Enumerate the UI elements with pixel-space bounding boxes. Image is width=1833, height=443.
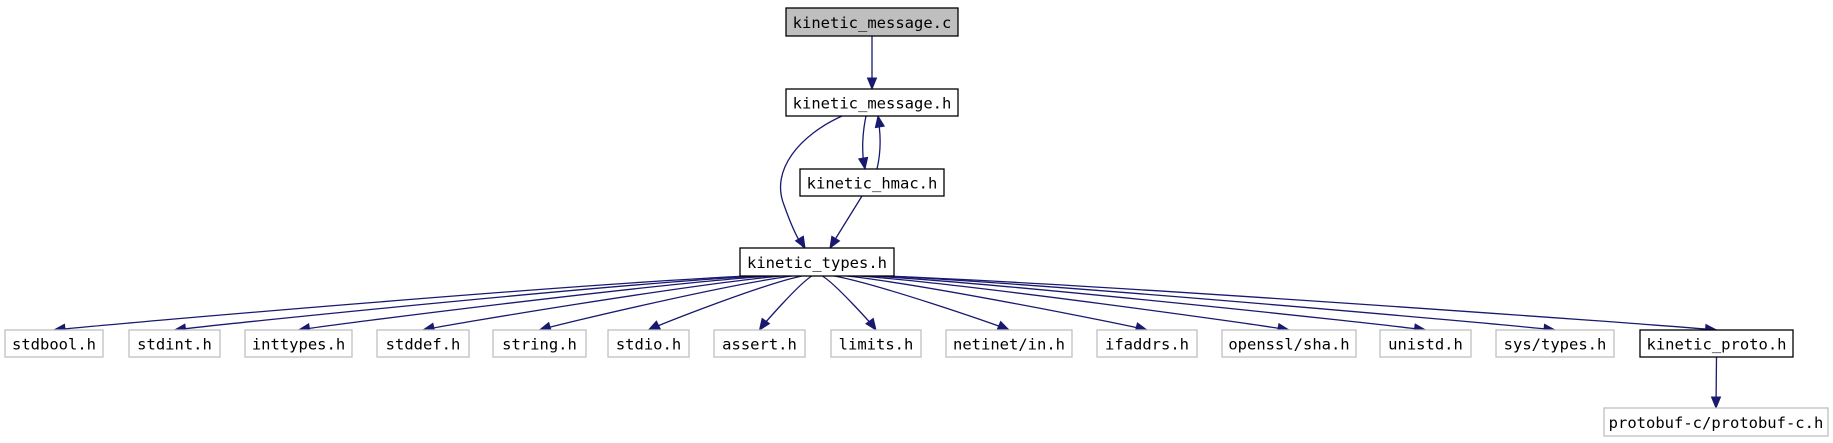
node-stdint-h[interactable]: stdint.h bbox=[128, 329, 221, 358]
edge-kinetic-message-h-to-kinetic-types-h bbox=[779, 115, 843, 250]
arrow-head bbox=[794, 235, 806, 250]
node-label: openssl/sha.h bbox=[1228, 336, 1349, 354]
node-label: limits.h bbox=[839, 336, 914, 354]
node-stdio-h[interactable]: stdio.h bbox=[607, 329, 690, 358]
node-box bbox=[1096, 329, 1198, 358]
node-box bbox=[1221, 329, 1357, 358]
node-kinetic-proto-h[interactable]: kinetic_proto.h bbox=[1639, 329, 1794, 358]
node-unistd-h[interactable]: unistd.h bbox=[1379, 329, 1472, 358]
arrow-head bbox=[829, 235, 841, 250]
node-box bbox=[376, 329, 470, 358]
node-kinetic-message-h[interactable]: kinetic_message.h bbox=[785, 88, 959, 117]
edge-line bbox=[871, 275, 1426, 331]
node-box bbox=[4, 329, 104, 358]
arrow-head bbox=[866, 77, 878, 91]
edge-kinetic-proto-h-to-protobuf-c-h bbox=[1710, 356, 1722, 410]
node-label: sys/types.h bbox=[1504, 336, 1607, 354]
arrow-head bbox=[874, 114, 886, 129]
node-label: stddef.h bbox=[386, 336, 461, 354]
edge-kinetic-types-h-to-string-h bbox=[538, 275, 793, 332]
node-box bbox=[945, 329, 1073, 358]
arrow-head bbox=[996, 320, 1011, 331]
arrow-head bbox=[1710, 396, 1722, 410]
node-label: kinetic_message.h bbox=[793, 95, 952, 113]
edge-line bbox=[648, 275, 802, 331]
node-sys-types-h[interactable]: sys/types.h bbox=[1495, 329, 1615, 358]
edge-line bbox=[53, 275, 749, 331]
node-assert-h[interactable]: assert.h bbox=[713, 329, 806, 358]
edge-kinetic-message-c-to-kinetic-message-h bbox=[866, 36, 878, 91]
node-label: protobuf-c/protobuf-c.h bbox=[1609, 414, 1824, 432]
node-box bbox=[713, 329, 806, 358]
graph-edges bbox=[52, 36, 1722, 410]
node-protobuf-c-h[interactable]: protobuf-c/protobuf-c.h bbox=[1603, 407, 1829, 437]
node-box bbox=[1495, 329, 1615, 358]
node-label: stdbool.h bbox=[12, 336, 96, 354]
edge-line bbox=[298, 275, 771, 331]
edge-kinetic-hmac-h-to-kinetic-types-h bbox=[829, 195, 863, 250]
edge-line bbox=[422, 275, 782, 331]
edge-kinetic-types-h-to-openssl-sha-h bbox=[859, 275, 1291, 334]
arrow-head bbox=[865, 317, 877, 332]
node-stddef-h[interactable]: stddef.h bbox=[376, 329, 470, 358]
node-stdbool-h[interactable]: stdbool.h bbox=[4, 329, 104, 358]
edge-kinetic-types-h-to-stdio-h bbox=[647, 275, 802, 331]
node-label: inttypes.h bbox=[252, 336, 345, 354]
node-box bbox=[739, 247, 895, 277]
node-label: kinetic_types.h bbox=[747, 254, 887, 272]
edge-kinetic-types-h-to-assert-h bbox=[758, 275, 813, 332]
node-label: ifaddrs.h bbox=[1105, 336, 1189, 354]
node-kinetic-hmac-h[interactable]: kinetic_hmac.h bbox=[799, 168, 945, 197]
node-limits-h[interactable]: limits.h bbox=[830, 329, 922, 358]
edge-line bbox=[779, 115, 843, 248]
edge-kinetic-hmac-h-to-kinetic-message-h bbox=[874, 114, 886, 170]
node-label: stdio.h bbox=[616, 336, 681, 354]
node-label: kinetic_hmac.h bbox=[807, 175, 938, 193]
node-box bbox=[1379, 329, 1472, 358]
node-label: unistd.h bbox=[1388, 336, 1463, 354]
edge-kinetic-types-h-to-inttypes-h bbox=[297, 275, 771, 334]
node-box bbox=[128, 329, 221, 358]
node-kinetic-message-c[interactable]: kinetic_message.c bbox=[785, 7, 959, 37]
node-box bbox=[1639, 329, 1794, 358]
edge-line bbox=[174, 275, 760, 331]
node-label: kinetic_message.c bbox=[793, 14, 952, 32]
arrow-head bbox=[857, 156, 869, 171]
node-label: assert.h bbox=[722, 336, 797, 354]
node-kinetic-types-h[interactable]: kinetic_types.h bbox=[739, 247, 895, 277]
node-openssl-sha-h[interactable]: openssl/sha.h bbox=[1221, 329, 1357, 358]
node-label: kinetic_proto.h bbox=[1647, 336, 1787, 354]
node-ifaddrs-h[interactable]: ifaddrs.h bbox=[1096, 329, 1198, 358]
edge-kinetic-types-h-to-limits-h bbox=[821, 275, 877, 332]
edge-line bbox=[885, 275, 1717, 331]
arrow-head bbox=[647, 320, 662, 331]
graph-nodes: kinetic_message.c kinetic_message.hkineti… bbox=[4, 7, 1829, 437]
node-box bbox=[785, 7, 959, 37]
node-box bbox=[1603, 407, 1829, 437]
node-string-h[interactable]: string.h bbox=[492, 329, 587, 358]
edge-line bbox=[859, 275, 1290, 331]
node-box bbox=[244, 329, 353, 358]
node-label: netinet/in.h bbox=[953, 336, 1065, 354]
node-box bbox=[785, 88, 959, 117]
edge-line bbox=[883, 275, 1556, 331]
edge-kinetic-types-h-to-unistd-h bbox=[871, 275, 1427, 334]
edge-kinetic-message-h-to-kinetic-hmac-h bbox=[857, 115, 869, 171]
node-box bbox=[830, 329, 922, 358]
node-inttypes-h[interactable]: inttypes.h bbox=[244, 329, 353, 358]
edge-line bbox=[830, 195, 863, 247]
node-box bbox=[607, 329, 690, 358]
edge-line bbox=[846, 275, 1148, 331]
node-netinet-in-h[interactable]: netinet/in.h bbox=[945, 329, 1073, 358]
node-label: string.h bbox=[502, 336, 577, 354]
node-box bbox=[799, 168, 945, 197]
arrow-head bbox=[758, 317, 771, 332]
node-label: stdint.h bbox=[137, 336, 212, 354]
edge-line bbox=[539, 275, 793, 331]
node-box bbox=[492, 329, 587, 358]
edge-kinetic-types-h-to-kinetic-proto-h bbox=[885, 275, 1718, 335]
